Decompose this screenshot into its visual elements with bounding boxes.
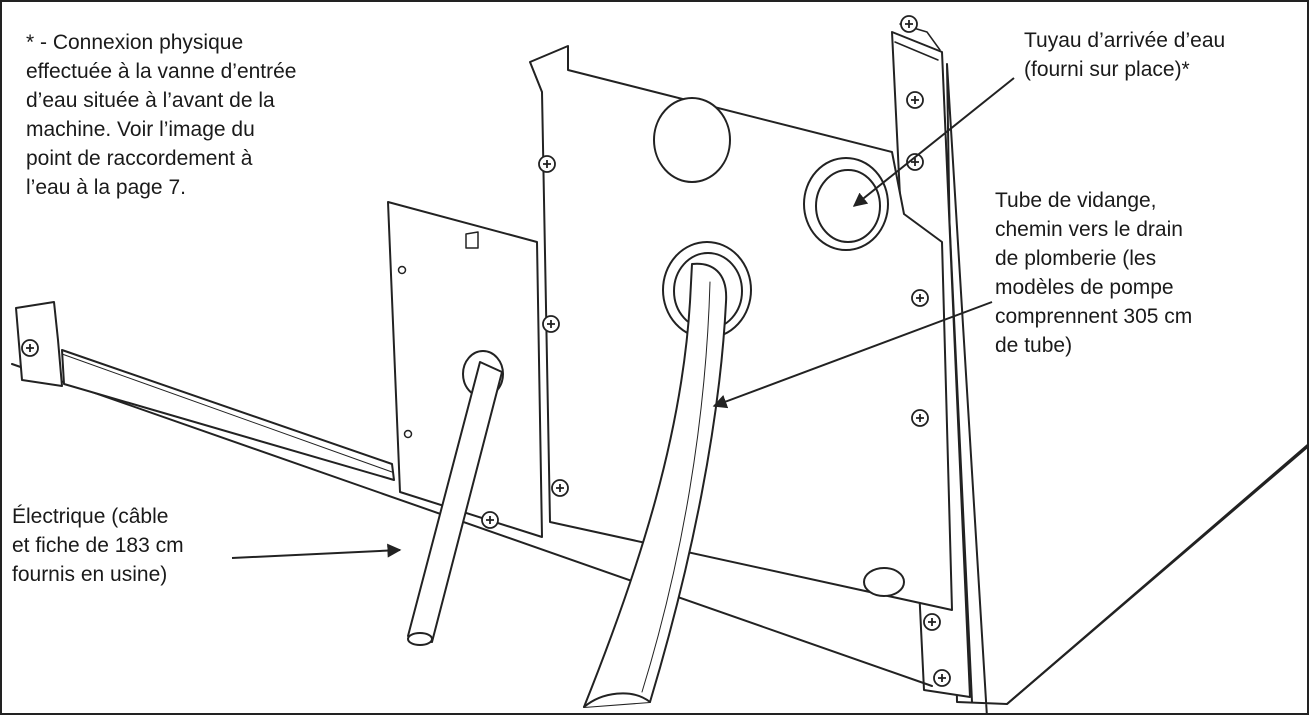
cabinet-side-wall [946, 63, 1307, 713]
left-rail-clip [15, 301, 63, 387]
installation-note: * - Connexion physique effectuée à la va… [26, 31, 297, 199]
main-back-panel [529, 45, 953, 611]
arrow-drain-tube [712, 301, 993, 409]
machine-base-edge [11, 363, 933, 687]
electrical-label: Électrique (câble et fiche de 183 cm fou… [12, 505, 184, 586]
water-inlet-label: Tuyau d’arrivée d’eau (fourni sur place)… [1024, 29, 1226, 81]
drain-tube-label: Tube de vidange, chemin vers le drain de… [995, 189, 1193, 357]
arrow-water-inlet [852, 77, 1015, 207]
screws [21, 15, 951, 687]
left-rail [61, 349, 395, 481]
arrow-electrical [231, 543, 402, 559]
electrical-cable [407, 361, 503, 643]
panel-hole-bottom [863, 567, 905, 597]
drain-tube [583, 262, 728, 708]
panel-opening-top [653, 97, 731, 183]
